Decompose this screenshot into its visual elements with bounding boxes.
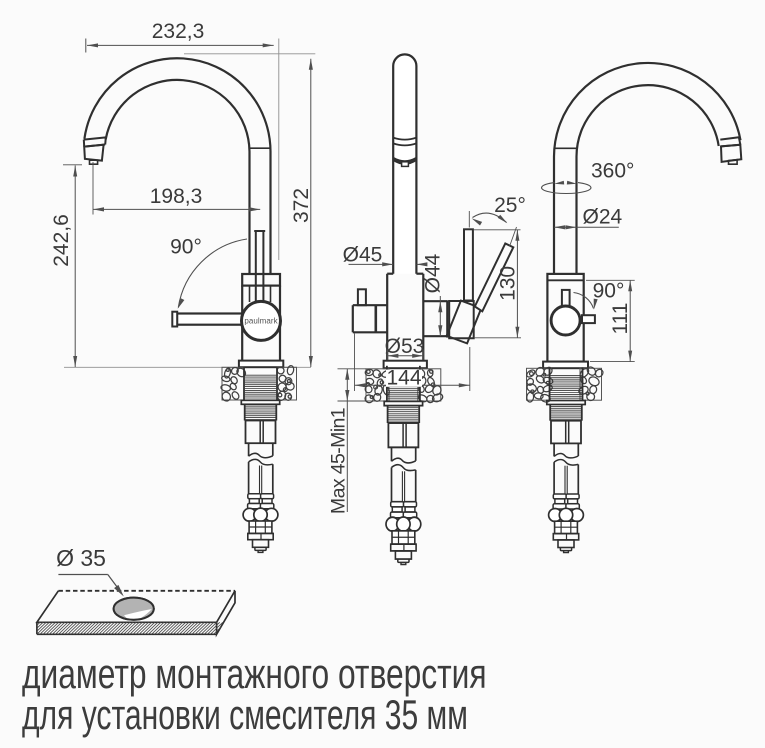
svg-text:360°: 360° (591, 160, 634, 183)
svg-text:198,3: 198,3 (150, 185, 203, 208)
svg-text:paulmark: paulmark (244, 317, 278, 326)
svg-text:232,3: 232,3 (152, 20, 205, 43)
svg-text:90°: 90° (593, 280, 625, 303)
svg-text:диаметр монтажного отверстия: диаметр монтажного отверстия (22, 650, 487, 697)
svg-text:242,6: 242,6 (50, 214, 73, 267)
svg-text:Ø 35: Ø 35 (56, 545, 106, 571)
svg-text:Ø45: Ø45 (343, 244, 383, 267)
svg-text:Max 45-Min1: Max 45-Min1 (327, 408, 349, 514)
svg-text:Ø44: Ø44 (421, 253, 444, 293)
svg-text:Ø53: Ø53 (385, 335, 425, 358)
svg-text:372: 372 (290, 188, 313, 223)
svg-text:130: 130 (496, 266, 519, 301)
svg-text:111: 111 (609, 303, 632, 335)
svg-text:90°: 90° (170, 236, 202, 259)
svg-text:25°: 25° (494, 194, 526, 217)
svg-text:для установки смесителя 35 мм: для установки смесителя 35 мм (22, 691, 468, 738)
svg-text:144: 144 (386, 367, 421, 390)
svg-text:Ø24: Ø24 (583, 205, 623, 228)
